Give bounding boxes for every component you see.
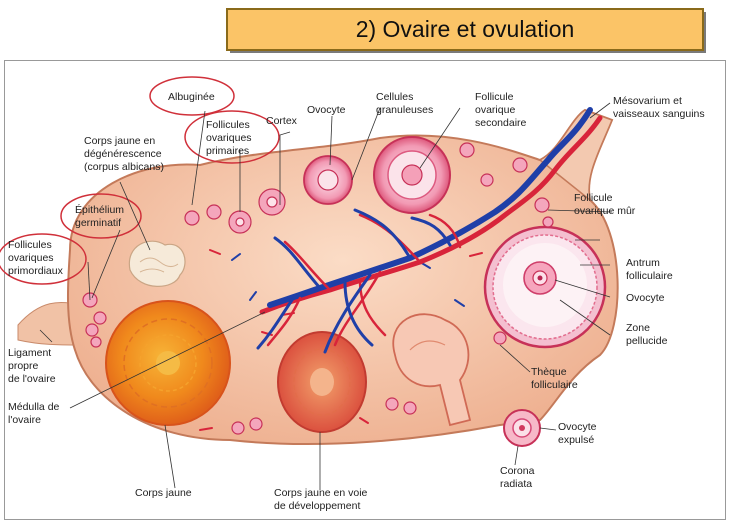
label-epi-2: germinatif <box>75 217 121 229</box>
label-lig-2: propre <box>8 360 39 372</box>
highlight-rings <box>0 76 280 285</box>
label-meso-2: vaisseaux sanguins <box>613 108 705 120</box>
small-follicles <box>82 142 554 435</box>
label-cjd-3: (corpus albicans) <box>84 161 164 173</box>
label-albuginee: Albuginée <box>168 91 215 103</box>
label-cortex: Cortex <box>266 115 298 127</box>
page-title: 2) Ovaire et ovulation <box>355 16 575 42</box>
label-fs-3: secondaire <box>475 117 527 129</box>
label-fp-3: primaires <box>206 145 249 157</box>
secondary-follicle <box>373 136 451 214</box>
corpus-luteum <box>105 300 231 426</box>
label-cjd-1: Corps jaune en <box>84 135 155 147</box>
label-oe-1: Ovocyte <box>558 421 597 433</box>
mesovarium <box>538 109 613 202</box>
growing-follicle <box>303 155 353 205</box>
mature-follicle <box>483 225 607 349</box>
label-epi-1: Épithélium <box>75 203 124 216</box>
label-fs-2: ovarique <box>475 104 515 116</box>
label-fm-1: Follicule <box>574 192 613 204</box>
label-cg-2: granuleuses <box>376 104 433 116</box>
label-fp-1: Follicules <box>206 119 250 131</box>
corpus-albicans <box>128 240 186 287</box>
label-cg-1: Cellules <box>376 91 413 103</box>
label-lig-1: Ligament <box>8 347 51 359</box>
label-corps-jaune: Corps jaune <box>135 487 192 499</box>
label-corona-1: Corona <box>500 465 535 477</box>
blood-vessels <box>256 107 603 354</box>
leader-lines <box>39 102 613 490</box>
label-antrum-2: folliculaire <box>626 270 673 282</box>
label-med-2: l'ovaire <box>8 414 41 426</box>
labels: Albuginée Follicules ovariques primaires… <box>8 91 705 512</box>
ring-epithelium <box>60 193 142 239</box>
developing-corpus-luteum <box>277 331 367 433</box>
label-cjdev-2: de développement <box>274 500 360 512</box>
ring-follicules-primordiaux <box>0 233 87 285</box>
label-corona-2: radiata <box>500 478 532 490</box>
label-theque-1: Thèque <box>531 366 567 378</box>
label-zp-1: Zone <box>626 322 650 334</box>
ring-follicules-primaires <box>184 110 280 164</box>
label-meso-1: Mésovarium et <box>613 95 682 107</box>
label-fprim-1: Follicules <box>8 239 52 251</box>
label-fm-2: ovarique mûr <box>574 205 636 217</box>
ruptured-follicle <box>392 313 472 427</box>
label-zp-2: pellucide <box>626 335 668 347</box>
label-cjdev-1: Corps jaune en voie <box>274 487 368 499</box>
label-fprim-2: ovariques <box>8 252 54 264</box>
label-lig-3: de l'ovaire <box>8 373 56 385</box>
label-fp-2: ovariques <box>206 132 252 144</box>
label-fprim-3: primordiaux <box>8 265 64 277</box>
expelled-oocyte <box>503 409 541 447</box>
label-oe-2: expulsé <box>558 434 594 446</box>
ring-albuginee <box>149 76 235 116</box>
title-bar: 2) Ovaire et ovulation <box>226 8 704 51</box>
label-cjd-2: dégénérescence <box>84 148 162 160</box>
label-theque-2: folliculaire <box>531 379 578 391</box>
label-ovocyte-right: Ovocyte <box>626 292 665 304</box>
label-ovocyte-top: Ovocyte <box>307 104 346 116</box>
label-antrum-1: Antrum <box>626 257 660 269</box>
label-fs-1: Follicule <box>475 91 514 103</box>
label-med-1: Médulla de <box>8 401 60 413</box>
